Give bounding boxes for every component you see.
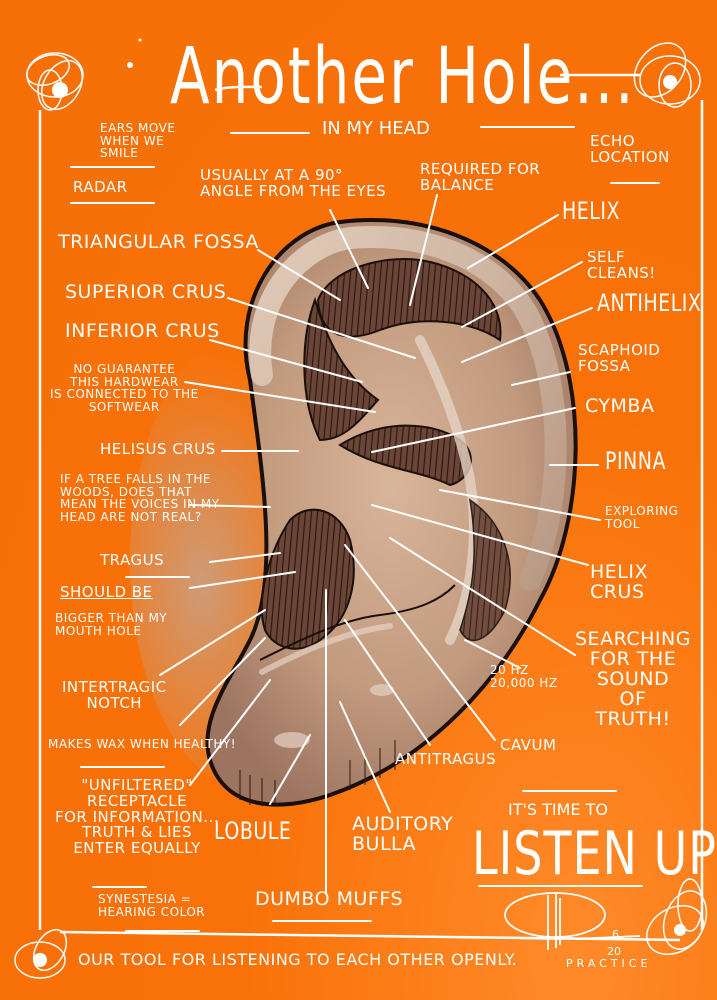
footer-text: Our tool for listening to each other ope… <box>78 950 518 969</box>
corner-scribbles <box>14 42 708 979</box>
label-synesthesia: Synestesia = hearing color <box>98 892 206 919</box>
label-scaphoid-fossa: Scaphoid fossa <box>578 341 661 375</box>
label-self-cleans: Self cleans! <box>587 248 656 282</box>
divider <box>92 886 147 888</box>
divider <box>125 576 190 578</box>
label-cymba: Cymba <box>585 395 655 417</box>
callout-small-text: It's time to <box>508 800 608 819</box>
label-helix: Helix <box>562 197 620 225</box>
label-exploring-tool: Exploring tool <box>605 504 679 531</box>
label-should-be: Should be <box>60 583 153 601</box>
label-unfiltered: "Unfiltered" receptacle for information.… <box>55 776 220 857</box>
signature-date-bottom: 20 <box>607 945 621 958</box>
divider <box>80 766 165 768</box>
label-frequency-range: 20 Hz 20,000 Hz <box>490 663 558 690</box>
divider <box>70 166 155 168</box>
divider <box>70 202 155 204</box>
label-bigger-than: bigger than my mouth hole <box>55 611 168 638</box>
label-searching-truth: Searching for the sound of truth! <box>575 628 691 730</box>
label-pinna: Pinna <box>605 447 666 475</box>
page-subtitle: in my head <box>322 118 430 139</box>
divider <box>125 930 200 932</box>
signature-date-top: 6 <box>612 928 619 941</box>
label-antitragus: Antitragus <box>395 750 497 768</box>
label-makes-wax: Makes wax when healthy! <box>48 737 237 751</box>
callout-bottom-rule <box>478 885 643 887</box>
label-antihelix: Antihelix <box>597 289 702 317</box>
divider <box>610 182 660 184</box>
label-ears-move: Ears move when we smile <box>100 121 176 161</box>
label-cavum: Cavum <box>500 736 557 754</box>
label-inferior-crus: Inferior crus <box>65 320 220 342</box>
label-tragus: Tragus <box>100 551 165 569</box>
label-superior-crus: Superior crus <box>65 281 227 303</box>
subtitle-underline <box>480 126 575 128</box>
signature <box>504 892 641 950</box>
callout-big-text: Listen up! <box>472 818 717 889</box>
title-underline <box>230 132 310 134</box>
label-helisus-crus: Helisus crus <box>100 440 216 458</box>
divider <box>272 920 372 922</box>
label-angle-note: Usually at a 90° angle from the eyes <box>200 166 387 200</box>
label-intertragic-notch: Intertragic notch <box>62 678 167 712</box>
label-triangular-fossa: Triangular fossa <box>58 231 259 253</box>
label-no-guarantee: No guarantee this hardwear is connected … <box>50 362 199 414</box>
label-dumbo-muffs: Dumbo muffs <box>255 888 404 910</box>
label-auditory-bulla: Auditory bulla <box>352 813 454 855</box>
page-title: Another Hole... <box>170 30 636 122</box>
practice-label: Practice <box>566 957 652 970</box>
callout-top-rule <box>522 790 617 792</box>
label-echo-location: Echo location <box>590 132 670 166</box>
label-tree-falls: If a tree falls in the woods, does that … <box>60 472 220 524</box>
label-radar: Radar <box>73 178 128 196</box>
label-balance-note: Required for balance <box>420 160 541 194</box>
leader-lines <box>159 194 601 894</box>
label-helix-crus: Helix crus <box>590 561 648 603</box>
label-lobule: Lobule <box>214 817 292 845</box>
